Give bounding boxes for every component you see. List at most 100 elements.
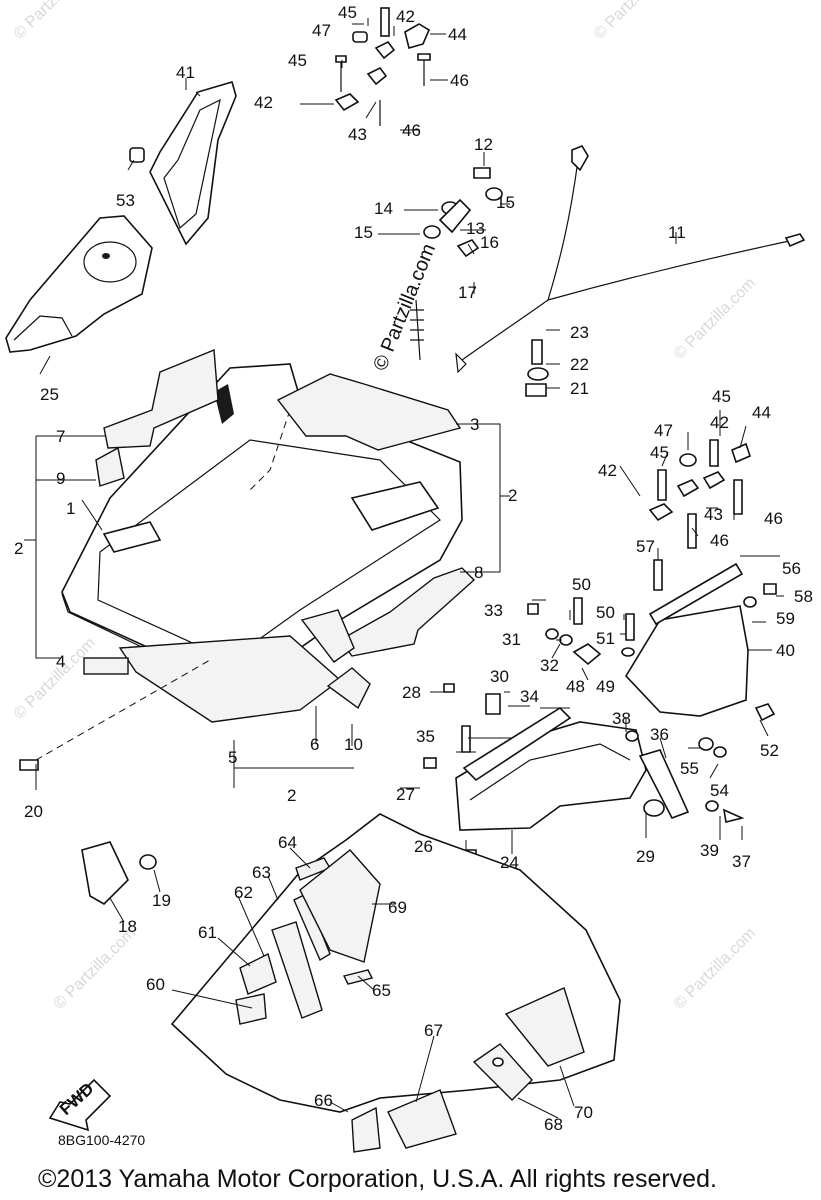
foam-pieces bbox=[83, 348, 476, 723]
part-25-cowl bbox=[5, 215, 153, 353]
callout-30: 30 bbox=[490, 667, 509, 686]
leader-lines bbox=[24, 18, 784, 1119]
callout-24: 24 bbox=[500, 853, 519, 872]
callout-47: 47 bbox=[312, 21, 331, 40]
callout-labels: 1 2 2 2 3 4 5 6 7 8 9 10 11 12 13 14 15 … bbox=[14, 3, 813, 1134]
callout-69: 69 bbox=[388, 898, 407, 917]
callout-54: 54 bbox=[710, 781, 729, 800]
callout-8: 8 bbox=[474, 563, 483, 582]
callout-7: 7 bbox=[56, 427, 65, 446]
callout-43: 43 bbox=[348, 125, 367, 144]
watermark-faint: © Partzilla.com bbox=[51, 925, 139, 1013]
callout-44: 44 bbox=[752, 403, 771, 422]
callout-46: 46 bbox=[710, 531, 729, 550]
callout-13: 13 bbox=[466, 219, 485, 238]
callout-46: 46 bbox=[764, 509, 783, 528]
callout-6: 6 bbox=[310, 735, 319, 754]
callout-44: 44 bbox=[448, 25, 467, 44]
callout-45: 45 bbox=[650, 443, 669, 462]
callout-21: 21 bbox=[570, 379, 589, 398]
watermark-faint: © Partzilla.com bbox=[11, 635, 99, 723]
callout-33: 33 bbox=[484, 601, 503, 620]
callout-56: 56 bbox=[782, 559, 801, 578]
callout-35: 35 bbox=[416, 727, 435, 746]
callout-41: 41 bbox=[176, 63, 195, 82]
callout-68: 68 bbox=[544, 1115, 563, 1134]
callout-51: 51 bbox=[596, 629, 615, 648]
callout-46: 46 bbox=[402, 121, 421, 140]
callout-20: 20 bbox=[24, 802, 43, 821]
callout-4: 4 bbox=[56, 652, 65, 671]
callout-38: 38 bbox=[612, 709, 631, 728]
callout-59: 59 bbox=[776, 609, 795, 628]
callout-27: 27 bbox=[396, 785, 415, 804]
callout-45: 45 bbox=[712, 387, 731, 406]
callout-2: 2 bbox=[508, 486, 517, 505]
lower-shroud bbox=[170, 813, 621, 1153]
callout-61: 61 bbox=[198, 923, 217, 942]
watermark-main: © Partzilla.com bbox=[369, 241, 440, 374]
callout-43: 43 bbox=[704, 505, 723, 524]
callout-10: 10 bbox=[344, 735, 363, 754]
callout-31: 31 bbox=[502, 630, 521, 649]
watermark-faint: © Partzilla.com bbox=[591, 0, 679, 43]
callout-3: 3 bbox=[470, 415, 479, 434]
callout-2: 2 bbox=[14, 539, 23, 558]
callout-62: 62 bbox=[234, 883, 253, 902]
callout-50: 50 bbox=[596, 603, 615, 622]
callout-50: 50 bbox=[572, 575, 591, 594]
callout-12: 12 bbox=[474, 135, 493, 154]
callout-57: 57 bbox=[636, 537, 655, 556]
part-11-cable bbox=[455, 145, 806, 374]
callout-5: 5 bbox=[228, 748, 237, 767]
callout-11: 11 bbox=[668, 223, 686, 242]
parts-21-23 bbox=[525, 339, 549, 397]
callout-65: 65 bbox=[372, 981, 391, 1000]
callout-42: 42 bbox=[396, 7, 415, 26]
callout-39: 39 bbox=[700, 841, 719, 860]
callout-14: 14 bbox=[374, 199, 393, 218]
copyright-notice: ©2013 Yamaha Motor Corporation, U.S.A. A… bbox=[38, 1165, 717, 1193]
right-fastener-cluster bbox=[648, 439, 751, 549]
callout-26: 26 bbox=[414, 837, 433, 856]
part-41-panel bbox=[129, 81, 237, 246]
top-fastener-cluster bbox=[334, 7, 431, 126]
fwd-arrow: FWD bbox=[48, 1078, 112, 1132]
callout-52: 52 bbox=[760, 741, 779, 760]
callout-9: 9 bbox=[56, 469, 65, 488]
watermark-faint: © Partzilla.com bbox=[671, 275, 759, 363]
callout-58: 58 bbox=[794, 587, 813, 606]
callout-28: 28 bbox=[402, 683, 421, 702]
parts-18-20 bbox=[19, 659, 211, 905]
callout-46: 46 bbox=[450, 71, 469, 90]
callout-36: 36 bbox=[650, 725, 669, 744]
callout-53: 53 bbox=[116, 191, 135, 210]
callout-15: 15 bbox=[354, 223, 373, 242]
callout-37: 37 bbox=[732, 852, 751, 871]
callout-70: 70 bbox=[574, 1103, 593, 1122]
callout-1: 1 bbox=[66, 499, 75, 518]
callout-48: 48 bbox=[566, 677, 585, 696]
callout-15: 15 bbox=[496, 193, 515, 212]
watermark-faint: © Partzilla.com bbox=[671, 925, 759, 1013]
callout-42: 42 bbox=[254, 93, 273, 112]
callout-55: 55 bbox=[680, 759, 699, 778]
linkage-12-17 bbox=[410, 167, 503, 361]
callout-2: 2 bbox=[287, 786, 296, 805]
callout-49: 49 bbox=[596, 677, 615, 696]
callout-63: 63 bbox=[252, 863, 271, 882]
drawing-code: 8BG100-4270 bbox=[58, 1132, 146, 1148]
part-40-side-panel bbox=[527, 559, 777, 758]
callout-45: 45 bbox=[288, 51, 307, 70]
callout-34: 34 bbox=[520, 687, 539, 706]
callout-32: 32 bbox=[540, 656, 559, 675]
callout-25: 25 bbox=[40, 385, 59, 404]
callout-16: 16 bbox=[480, 233, 499, 252]
callout-45: 45 bbox=[338, 3, 357, 22]
callout-23: 23 bbox=[570, 323, 589, 342]
callout-42: 42 bbox=[710, 413, 729, 432]
watermark-faint: © Partzilla.com bbox=[11, 0, 99, 43]
callout-40: 40 bbox=[776, 641, 795, 660]
callout-18: 18 bbox=[118, 917, 137, 936]
